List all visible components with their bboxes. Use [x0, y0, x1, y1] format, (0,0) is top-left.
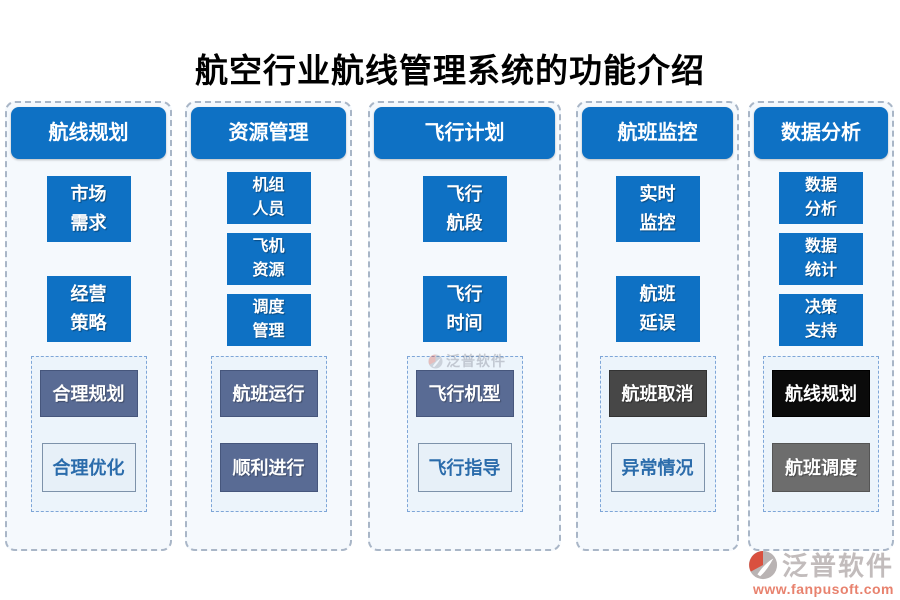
feature-box: 决策 支持	[779, 294, 863, 346]
feature-line: 飞行	[446, 184, 483, 204]
feature-line: 统计	[804, 262, 837, 279]
feature-line: 数据	[804, 238, 837, 255]
feature-box: 实时 监控	[615, 176, 700, 242]
column-header: 数据分析	[754, 107, 888, 159]
feature-line: 管理	[252, 323, 285, 340]
feature-line: 延误	[639, 313, 676, 333]
fanpu-logo-icon	[748, 550, 778, 580]
outcome-group: 航班取消 异常情况	[599, 356, 716, 512]
feature-line: 支持	[804, 323, 837, 340]
outcome-box: 航班运行	[219, 370, 318, 417]
feature-box: 经营 策略	[46, 276, 131, 342]
outcome-box: 飞行指导	[417, 443, 512, 492]
watermark-text: 泛普软件	[446, 353, 506, 369]
feature-line: 市场	[70, 184, 107, 204]
feature-line: 分析	[804, 201, 837, 218]
feature-box: 市场 需求	[46, 176, 131, 242]
outcome-box: 合理优化	[41, 443, 136, 492]
outcome-group: 飞行机型 飞行指导	[406, 356, 523, 512]
feature-line: 飞行	[446, 284, 483, 304]
watermark: 泛普软件	[428, 351, 506, 371]
feature-line: 策略	[70, 313, 107, 333]
column-flight-plan: 飞行计划 飞行 航段 飞行 时间 飞行机型 飞行指导	[368, 101, 561, 551]
brand-logo: 泛普软件 www.fanpusoft.com	[748, 546, 894, 597]
feature-line: 航段	[446, 213, 483, 233]
column-header: 飞行计划	[374, 107, 555, 159]
column-header: 航班监控	[582, 107, 733, 159]
feature-line: 数据	[804, 177, 837, 194]
feature-box: 机组 人员	[226, 172, 311, 224]
feature-box: 飞行 时间	[422, 276, 507, 342]
outcome-box: 合理规划	[39, 370, 138, 417]
column-header: 资源管理	[191, 107, 346, 159]
feature-line: 实时	[639, 184, 676, 204]
brand-name: 泛普软件	[781, 551, 894, 581]
outcome-box: 异常情况	[610, 443, 705, 492]
page-title: 航空行业航线管理系统的功能介绍	[195, 54, 705, 90]
column-data-analysis: 数据分析 数据 分析 数据 统计 决策 支持 航线规划 航班调度	[748, 101, 894, 551]
feature-box: 航班 延误	[615, 276, 700, 342]
feature-box: 数据 分析	[779, 172, 863, 224]
column-resource-management: 资源管理 机组 人员 飞机 资源 调度 管理 航班运行 顺利进行	[185, 101, 352, 551]
outcome-group: 合理规划 合理优化	[30, 356, 147, 512]
brand-url: www.fanpusoft.com	[753, 581, 894, 597]
column-flight-monitoring: 航班监控 实时 监控 航班 延误 航班取消 异常情况	[576, 101, 739, 551]
feature-line: 机组	[252, 177, 285, 194]
outcome-group: 航线规划 航班调度	[763, 356, 879, 512]
feature-line: 需求	[70, 213, 107, 233]
feature-box: 飞机 资源	[226, 233, 311, 285]
fanpu-logo-icon	[428, 353, 443, 369]
column-route-planning: 航线规划 市场 需求 经营 策略 合理规划 合理优化	[5, 101, 172, 551]
outcome-box: 飞行机型	[415, 370, 514, 417]
column-header: 航线规划	[11, 107, 166, 159]
feature-line: 经营	[70, 284, 107, 304]
feature-line: 飞机	[252, 238, 285, 255]
outcome-box: 顺利进行	[219, 443, 318, 492]
feature-line: 航班	[639, 284, 676, 304]
feature-line: 决策	[804, 299, 837, 316]
feature-box: 调度 管理	[226, 294, 311, 346]
feature-line: 人员	[252, 201, 285, 218]
outcome-group: 航班运行 顺利进行	[210, 356, 327, 512]
feature-line: 监控	[639, 213, 676, 233]
outcome-box: 航线规划	[772, 370, 870, 417]
outcome-box: 航班取消	[608, 370, 707, 417]
feature-line: 调度	[252, 299, 285, 316]
feature-box: 数据 统计	[779, 233, 863, 285]
feature-box: 飞行 航段	[422, 176, 507, 242]
outcome-box: 航班调度	[772, 443, 870, 492]
feature-line: 资源	[252, 262, 285, 279]
feature-line: 时间	[446, 313, 483, 333]
